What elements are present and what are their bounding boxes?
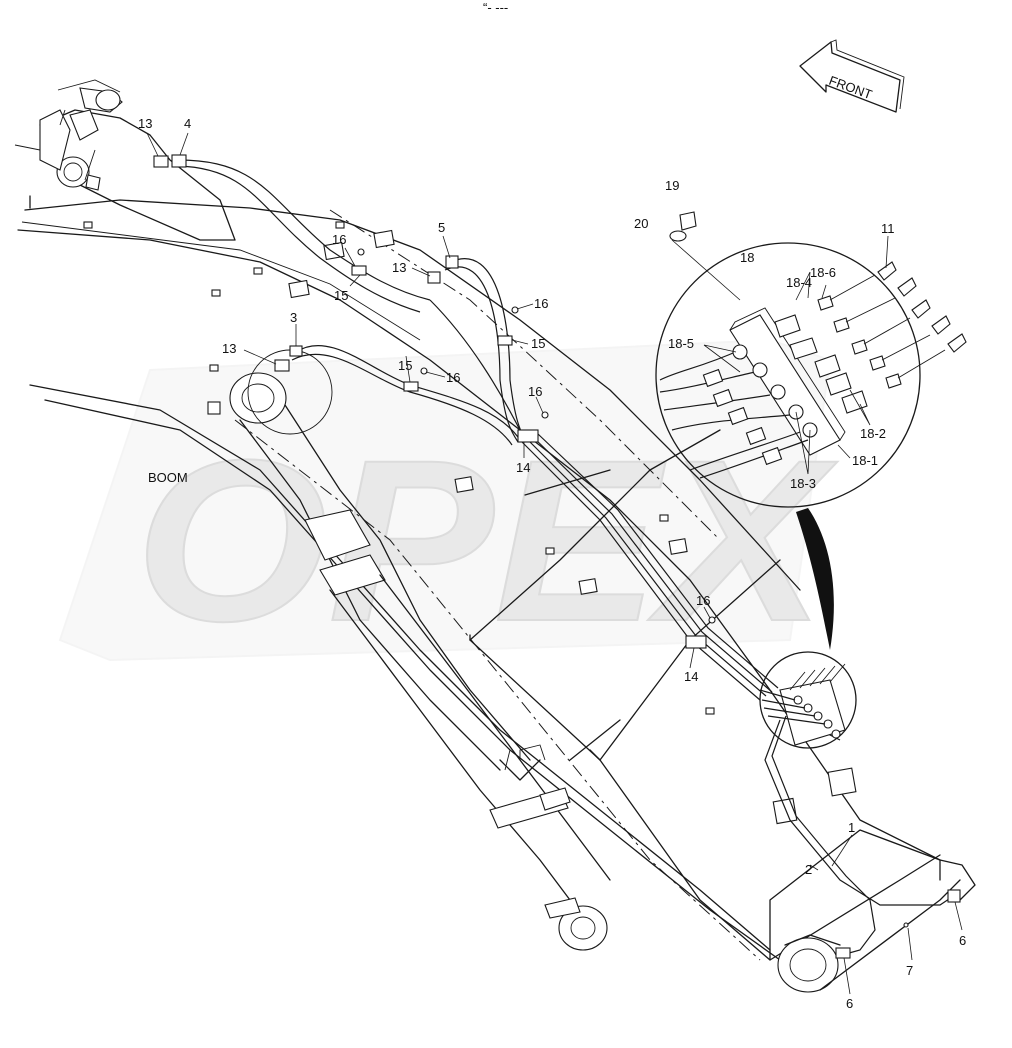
callout-13: 13 xyxy=(138,116,152,131)
callout-6: 6 xyxy=(959,933,966,948)
fitting-13b xyxy=(427,271,441,284)
callout-16: 16 xyxy=(534,296,548,311)
watermark: OPEX xyxy=(58,338,838,670)
fitting-13a xyxy=(153,155,169,168)
clamp-15b xyxy=(497,335,513,346)
front-arrow-label: FRONT xyxy=(827,73,874,102)
bolt-16d xyxy=(541,411,549,419)
callout-18-4: 18-4 xyxy=(786,275,812,290)
callout-13: 13 xyxy=(392,260,406,275)
bolt-16e xyxy=(708,616,716,624)
callout-5: 5 xyxy=(438,220,445,235)
callout-14: 14 xyxy=(516,460,530,475)
callout-11: 11 xyxy=(881,221,895,236)
clamp-14a xyxy=(517,429,539,443)
callout-14: 14 xyxy=(684,669,698,684)
bolt-16c xyxy=(420,367,428,375)
callout-3: 3 xyxy=(290,310,297,325)
fitting-6a xyxy=(835,947,851,959)
callout-16: 16 xyxy=(446,370,460,385)
callout-13: 13 xyxy=(222,341,236,356)
clamp-15c xyxy=(403,381,419,392)
front-arrow: FRONT xyxy=(799,39,905,113)
fitting-13c xyxy=(274,359,290,372)
callout-15: 15 xyxy=(334,288,348,303)
callout-18-1: 18-1 xyxy=(852,453,878,468)
fitting-3 xyxy=(289,345,303,357)
callout-4: 4 xyxy=(184,116,191,131)
fitting-6b xyxy=(947,889,961,903)
callout-15: 15 xyxy=(398,358,412,373)
fitting-7 xyxy=(903,922,909,928)
boom-structure xyxy=(17,199,976,993)
clamps-fittings xyxy=(153,154,961,959)
callout-16: 16 xyxy=(332,232,346,247)
detail-magnifier xyxy=(655,211,967,650)
callout-15: 15 xyxy=(531,336,545,351)
callout-16: 16 xyxy=(696,593,710,608)
fitting-4 xyxy=(171,154,187,168)
callout-20: 20 xyxy=(634,216,648,231)
callout-2: 2 xyxy=(805,862,812,877)
callout-6: 6 xyxy=(846,996,853,1011)
section-label-boom: BOOM xyxy=(148,470,188,485)
callout-18-6: 18-6 xyxy=(810,265,836,280)
bolt-16b xyxy=(511,306,519,314)
callout-18-2: 18-2 xyxy=(860,426,886,441)
callout-19: 19 xyxy=(665,178,679,193)
callout-18: 18 xyxy=(740,250,754,265)
callout-7: 7 xyxy=(906,963,913,978)
hose-lines xyxy=(177,159,956,956)
bolt-16a xyxy=(357,248,365,256)
boom-cylinder xyxy=(229,349,611,951)
callout-labels: BOOM 13 4 16 15 13 5 16 15 3 13 15 16 16… xyxy=(138,116,966,1011)
detail-pointer xyxy=(796,508,834,650)
callout-18-5: 18-5 xyxy=(668,336,694,351)
junction-block xyxy=(759,651,857,749)
fitting-5 xyxy=(445,255,459,269)
callout-18-3: 18-3 xyxy=(790,476,816,491)
header-mark: “‐ --- xyxy=(483,0,508,15)
clamp-14b xyxy=(685,635,707,649)
watermark-text: OPEX xyxy=(135,412,837,669)
boom-top-bracket xyxy=(14,79,236,241)
leader-lines xyxy=(146,132,963,995)
callout-16: 16 xyxy=(528,384,542,399)
callout-1: 1 xyxy=(848,820,855,835)
clamp-15a xyxy=(351,265,367,276)
